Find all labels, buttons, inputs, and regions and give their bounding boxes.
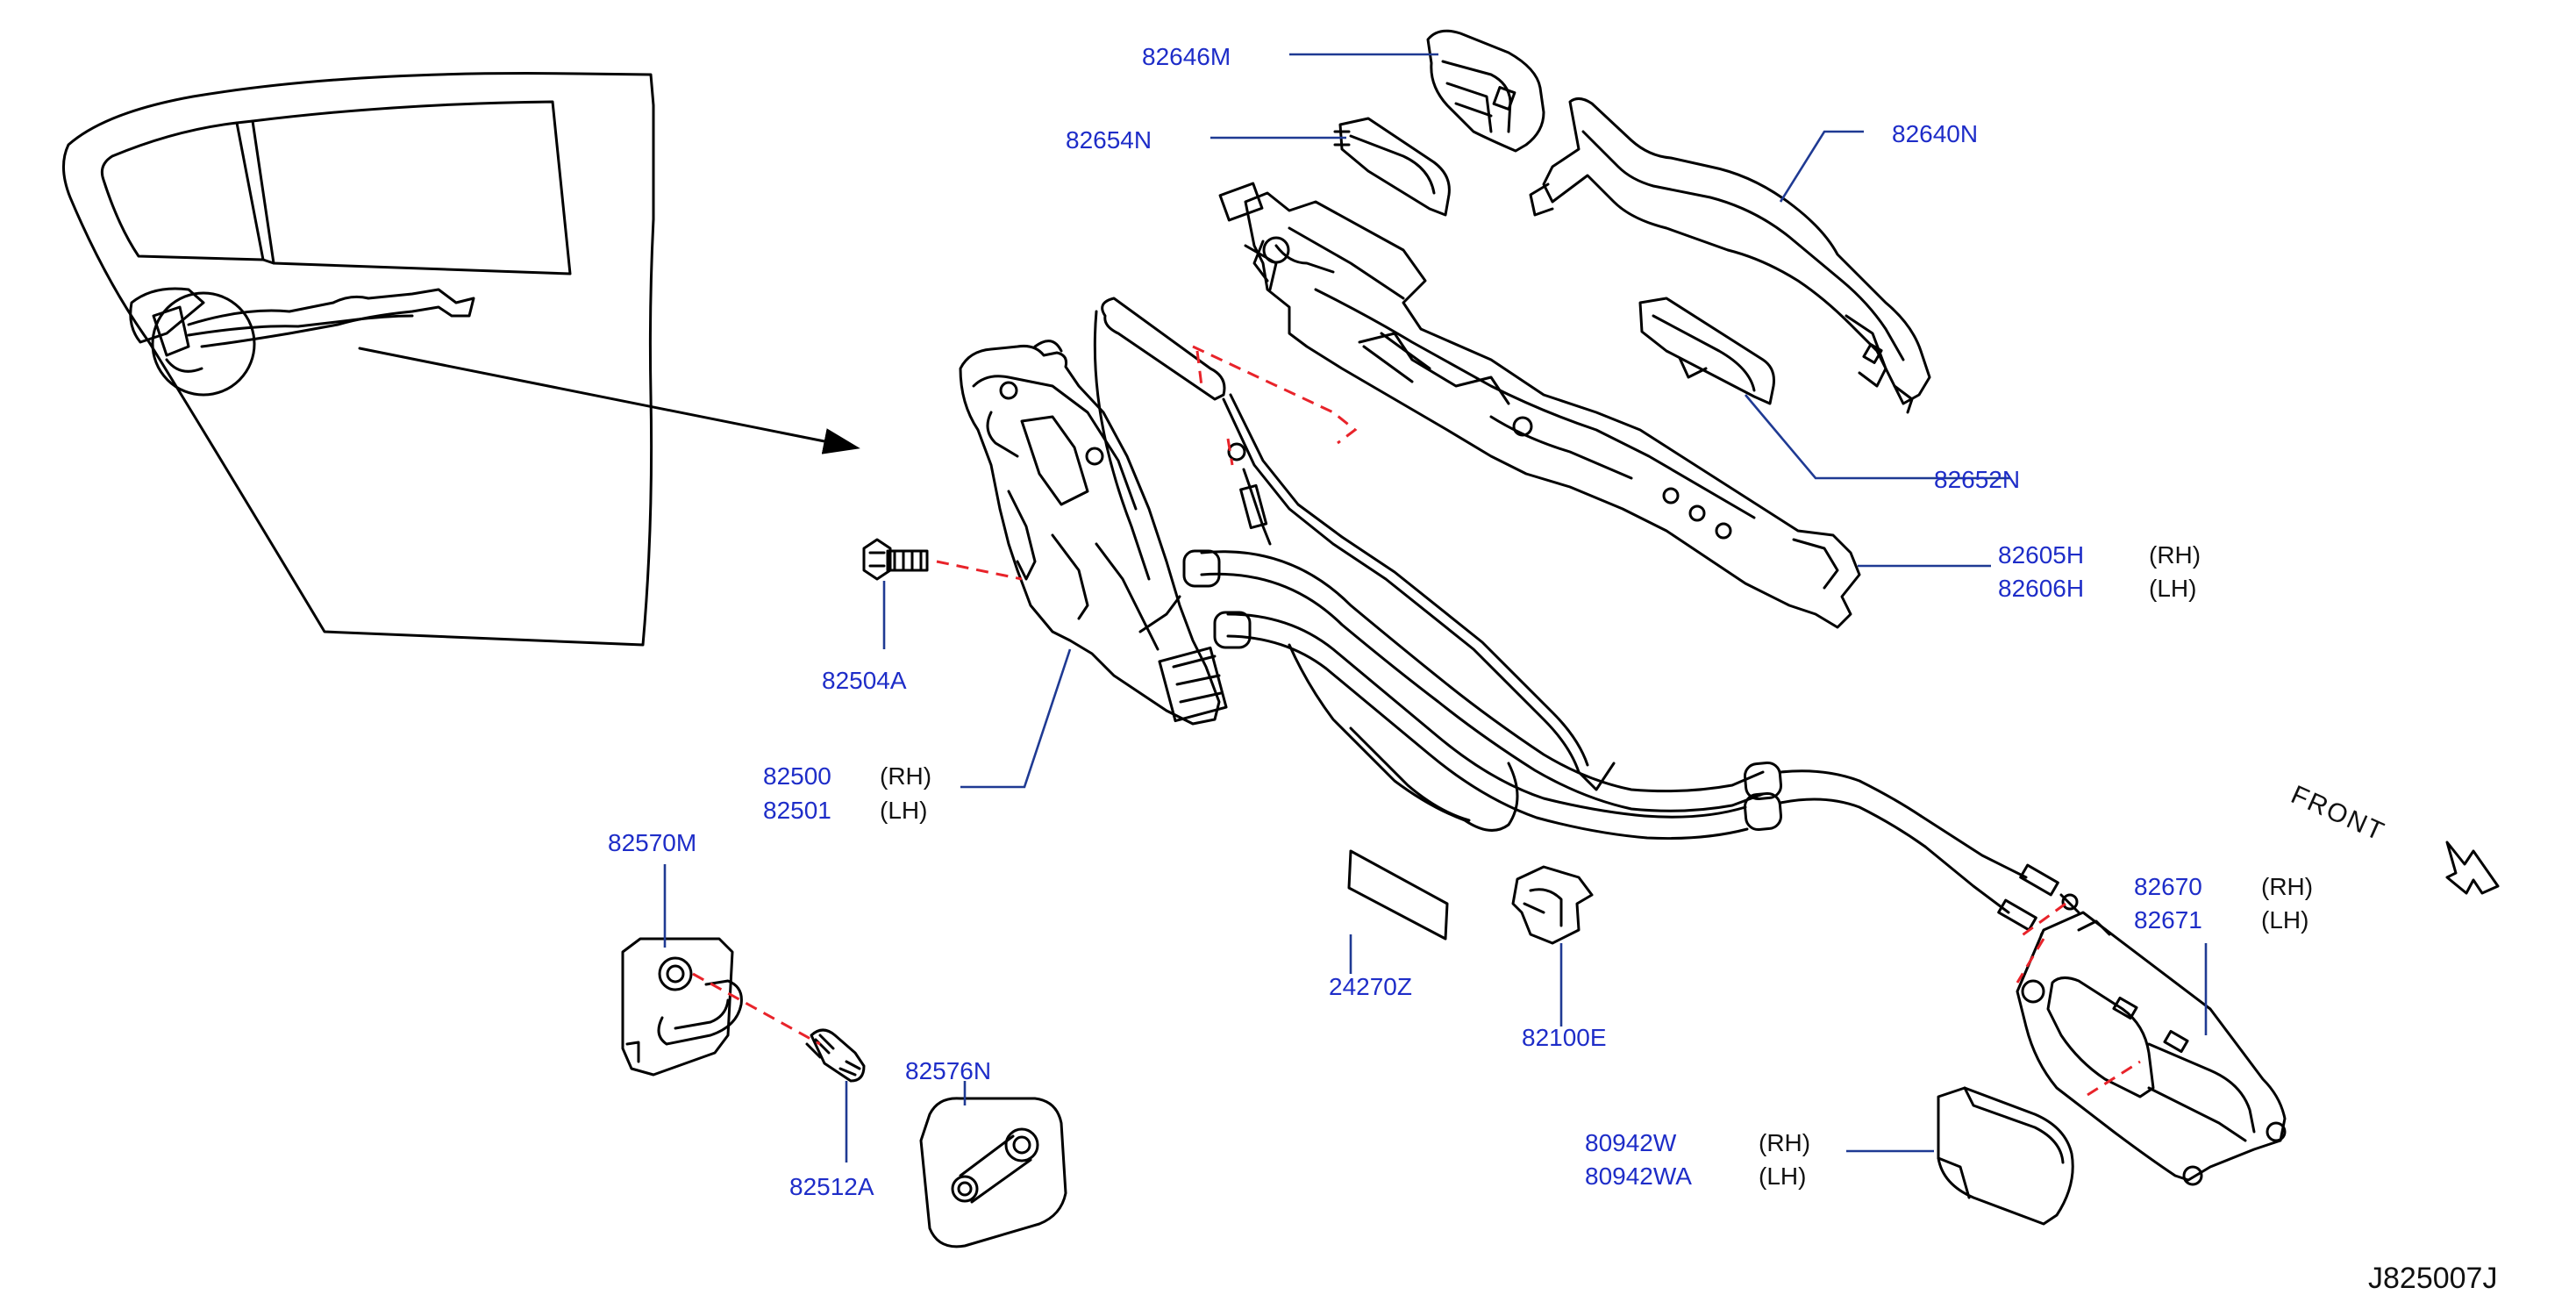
clip-82100E xyxy=(1511,865,1594,945)
assembly-lines xyxy=(692,345,2141,1097)
diagram-code: J825007J xyxy=(2368,1262,2497,1295)
label-82501-side: (LH) xyxy=(880,797,927,824)
label-82605H-side: (RH) xyxy=(2149,541,2201,569)
inside-handle-cables xyxy=(1182,549,2080,946)
door-overview xyxy=(62,72,860,647)
label-82671: 82671 xyxy=(2134,906,2202,934)
part-labels: 82646M 82654N 82640N 82652N 82605H (RH) … xyxy=(608,43,2497,1295)
label-82504A: 82504A xyxy=(822,667,907,694)
outside-handle-82640N xyxy=(1529,97,1931,414)
label-80942WA: 80942WA xyxy=(1585,1162,1692,1190)
label-24270Z: 24270Z xyxy=(1329,973,1412,1000)
front-direction-arrow xyxy=(2445,841,2500,895)
gasket-82652N xyxy=(1638,297,1775,405)
label-82570M: 82570M xyxy=(608,829,696,856)
label-82500: 82500 xyxy=(763,762,831,790)
label-82646M: 82646M xyxy=(1142,43,1231,70)
label-80942W: 80942W xyxy=(1585,1129,1677,1156)
shim-82576N xyxy=(919,1097,1067,1248)
label-82576N: 82576N xyxy=(905,1057,991,1084)
label-82670: 82670 xyxy=(2134,873,2202,900)
handle-cover-80942W xyxy=(1937,1086,2074,1226)
label-82652N: 82652N xyxy=(1934,466,2020,493)
label-82670-side: (RH) xyxy=(2261,873,2313,900)
label-82100E: 82100E xyxy=(1522,1024,1607,1051)
front-label: FRONT xyxy=(2287,780,2389,847)
gasket-82654N xyxy=(1333,117,1451,217)
label-82512A: 82512A xyxy=(789,1173,874,1200)
label-80942W-side: (RH) xyxy=(1759,1129,1810,1156)
label-82640N: 82640N xyxy=(1892,120,1978,147)
label-82500-side: (RH) xyxy=(880,762,931,790)
label-82654N: 82654N xyxy=(1066,126,1152,154)
label-82605H: 82605H xyxy=(1998,541,2084,569)
label-24270Z xyxy=(1347,849,1449,941)
screw-82512A xyxy=(805,1028,866,1083)
door-lock-actuator-82500 xyxy=(959,340,1228,726)
door-lock-thumbnail xyxy=(129,287,475,397)
label-82606H: 82606H xyxy=(1998,575,2084,602)
label-80942WA-side: (LH) xyxy=(1759,1162,1806,1190)
inside-handle-82670 xyxy=(2016,911,2287,1186)
label-82606H-side: (LH) xyxy=(2149,575,2196,602)
label-82671-side: (LH) xyxy=(2261,906,2308,934)
handle-bracket-82605H xyxy=(1218,182,1861,629)
leader-lines xyxy=(663,53,2208,1162)
bolt-82504A xyxy=(862,538,929,581)
label-82501: 82501 xyxy=(763,797,831,824)
rod-cable-upper xyxy=(1093,297,1616,791)
striker-82570M xyxy=(621,937,743,1077)
handle-escutcheon-82646M xyxy=(1426,29,1545,153)
